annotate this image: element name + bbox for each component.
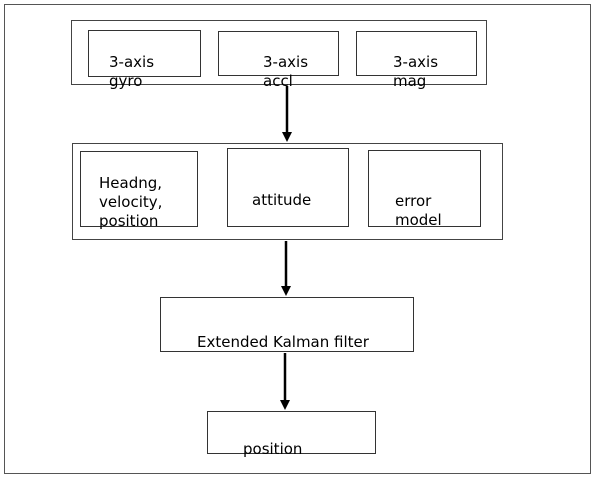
error-model-box: error model <box>368 150 481 229</box>
output-box: position <box>207 411 376 458</box>
heading-state-box: Headng, velocity, position <box>80 151 198 230</box>
mag-sensor-box: 3-axis mag <box>356 31 477 90</box>
attitude-state-box: attitude <box>227 148 349 227</box>
output-label: position <box>243 440 303 458</box>
ekf-box: Extended Kalman filter <box>160 297 414 352</box>
accel-sensor-label: 3-axis accl <box>263 53 309 90</box>
arrow-states-to-ekf <box>281 241 291 296</box>
arrow-ekf-to-output <box>280 353 290 410</box>
accel-sensor-box: 3-axis accl <box>218 31 339 90</box>
diagram-frame <box>4 4 591 474</box>
gyro-sensor-label: 3-axis gyro <box>109 53 155 90</box>
arrow-sensors-to-states <box>282 86 292 142</box>
ekf-label: Extended Kalman filter <box>197 333 369 351</box>
heading-state-label: Headng, velocity, position <box>99 174 163 230</box>
attitude-state-label: attitude <box>252 191 312 209</box>
gyro-sensor-box: 3-axis gyro <box>88 30 201 90</box>
mag-sensor-label: 3-axis mag <box>393 53 439 90</box>
error-model-label: error model <box>395 192 442 229</box>
